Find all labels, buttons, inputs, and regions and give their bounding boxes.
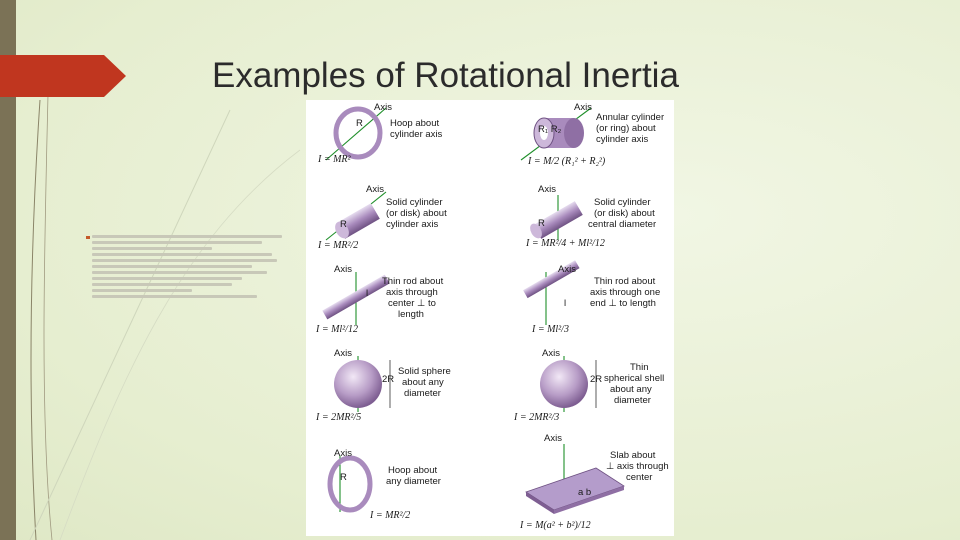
desc-line: Hoop about xyxy=(388,465,437,476)
desc-line: Thin rod about xyxy=(382,276,444,287)
desc-line: Thin xyxy=(630,362,648,373)
axis-label: Axis xyxy=(374,102,392,113)
desc-line: about any xyxy=(610,384,652,395)
dim-label: 2R xyxy=(590,374,602,385)
title-arrow-shape xyxy=(0,55,126,97)
axis-label: Axis xyxy=(574,102,592,113)
formula: I = 2MR²/3 xyxy=(513,412,559,423)
desc-line: Slab about xyxy=(610,450,656,461)
desc-line: cylinder axis xyxy=(386,219,439,230)
dim-label: R xyxy=(538,218,545,229)
desc-line: Solid sphere xyxy=(398,366,451,377)
axis-label: Axis xyxy=(366,184,384,195)
panel-thin-rod-end: Axis Thin rod about axis through one end… xyxy=(523,260,660,335)
slide-title: Examples of Rotational Inertia xyxy=(212,56,679,95)
panel-annular-cylinder: Axis R₁ R₂ Annular cylinder (or ring) ab… xyxy=(520,102,664,167)
panel-thin-rod-center: Axis Thin rod about axis through center … xyxy=(315,264,444,335)
formula: I = Ml²/12 xyxy=(315,324,358,335)
axis-label: Axis xyxy=(334,348,352,359)
panel-solid-cylinder-diameter: Axis R Solid cylinder (or disk) about ce… xyxy=(525,184,656,249)
dim-label: R₁ R₂ xyxy=(538,124,562,135)
dim-label: R xyxy=(340,472,347,483)
dim-label: l xyxy=(366,288,368,299)
dim-label: l xyxy=(564,298,566,309)
desc-line: cylinder axis xyxy=(390,129,443,140)
desc-line: axis through xyxy=(386,287,438,298)
desc-line: ⊥ axis through xyxy=(606,461,669,472)
desc-line: Solid cylinder xyxy=(594,197,651,208)
faint-background-text xyxy=(86,232,292,301)
panel-hoop-diameter: Axis R Hoop about any diameter I = MR²/2 xyxy=(327,448,441,521)
dim-label: R xyxy=(340,219,347,230)
desc-line: cylinder axis xyxy=(596,134,649,145)
axis-label: Axis xyxy=(544,433,562,444)
formula: I = M/2 (R₁² + R₂²) xyxy=(527,156,606,167)
desc-line: center xyxy=(626,472,652,483)
desc-line: central diameter xyxy=(588,219,656,230)
formula: I = MR²/2 xyxy=(369,510,410,521)
desc-line: Thin rod about xyxy=(594,276,656,287)
desc-line: spherical shell xyxy=(604,373,664,384)
panel-hoop-cylinder-axis: Axis R Hoop about cylinder axis I = MR² xyxy=(317,102,443,165)
figure-canvas: Axis R Hoop about cylinder axis I = MR² … xyxy=(315,102,669,531)
formula: I = MR²/4 + Ml²/12 xyxy=(525,238,605,249)
desc-line: center ⊥ to xyxy=(388,298,436,309)
desc-line: (or disk) about xyxy=(594,208,655,219)
desc-line: Annular cylinder xyxy=(596,112,664,123)
desc-line: end ⊥ to length xyxy=(590,298,656,309)
formula: I = MR² xyxy=(317,154,352,165)
axis-label: Axis xyxy=(542,348,560,359)
rotational-inertia-figure: Axis R Hoop about cylinder axis I = MR² … xyxy=(306,100,674,536)
desc-line: Hoop about xyxy=(390,118,439,129)
dim-label: 2R xyxy=(382,374,394,385)
axis-label: Axis xyxy=(558,264,576,275)
formula: I = MR²/2 xyxy=(317,240,358,251)
axis-label: Axis xyxy=(538,184,556,195)
desc-line: (or disk) about xyxy=(386,208,447,219)
left-accent-band xyxy=(0,0,16,540)
formula: I = M(a² + b²)/12 xyxy=(519,520,591,531)
dim-label: R xyxy=(356,118,363,129)
panel-solid-sphere: Axis 2R Solid sphere about any diameter … xyxy=(315,348,451,423)
axis-label: Axis xyxy=(334,264,352,275)
panel-spherical-shell: Axis 2R Thin spherical shell about any d… xyxy=(513,348,664,423)
desc-line: diameter xyxy=(614,395,651,406)
desc-line: any diameter xyxy=(386,476,441,487)
desc-line: length xyxy=(398,309,424,320)
desc-line: Solid cylinder xyxy=(386,197,443,208)
panel-solid-cylinder-axis: Axis R Solid cylinder (or disk) about cy… xyxy=(317,184,447,251)
desc-line: diameter xyxy=(404,388,441,399)
formula: I = 2MR²/5 xyxy=(315,412,361,423)
dim-label: a b xyxy=(578,487,591,498)
formula: I = Ml²/3 xyxy=(531,324,569,335)
desc-line: (or ring) about xyxy=(596,123,656,134)
desc-line: axis through one xyxy=(590,287,660,298)
panel-slab: Axis Slab about ⊥ axis through center a … xyxy=(519,433,669,531)
axis-label: Axis xyxy=(334,448,352,459)
desc-line: about any xyxy=(402,377,444,388)
